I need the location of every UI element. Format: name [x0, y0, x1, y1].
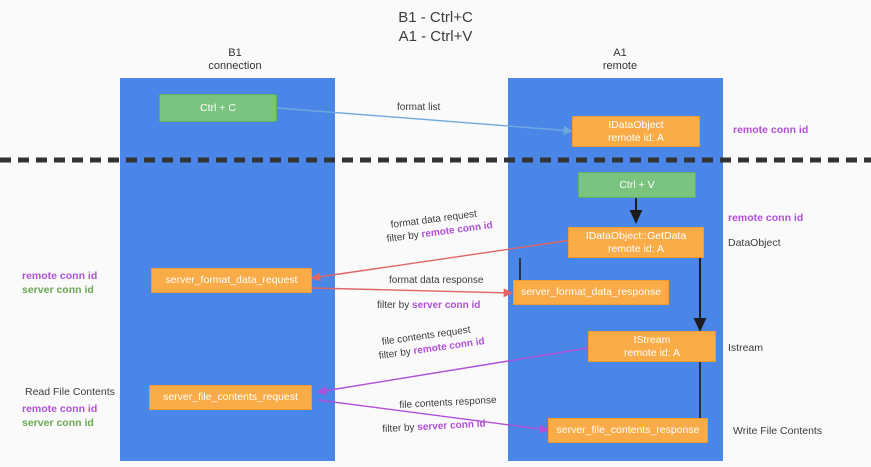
- node-getdata-line1: IDataObject::GetData: [585, 229, 687, 242]
- edge-label-format-data-response-filter: filter by server conn id: [377, 299, 480, 313]
- node-getdata[interactable]: IDataObject::GetData remote id: A: [568, 227, 704, 258]
- node-idataobject[interactable]: IDataObject remote id: A: [572, 116, 700, 147]
- lane-title-b1: B1 connection: [208, 47, 262, 72]
- node-ctrl-v-label: Ctrl + V: [619, 178, 655, 191]
- node-istream-line2: remote id: A: [623, 346, 681, 359]
- left-label-read-file-contents: Read File Contents: [25, 386, 115, 398]
- left-label-group-format: remote conn id server conn id: [22, 269, 97, 297]
- filter-key-server-conn-id: server conn id: [417, 418, 486, 434]
- node-ctrl-c[interactable]: Ctrl + C: [159, 94, 277, 122]
- filter-key-server-conn-id: server conn id: [412, 300, 481, 311]
- node-server-file-contents-request[interactable]: server_file_contents_request: [149, 385, 312, 410]
- lane-title-a1: A1 remote: [602, 47, 638, 72]
- edge-label-format-list: format list: [397, 102, 441, 113]
- diagram-title: B1 - Ctrl+C A1 - Ctrl+V: [398, 9, 473, 45]
- left-label-server-conn-id-2: server conn id: [22, 417, 94, 429]
- node-server-format-data-response[interactable]: server_format_data_response: [513, 280, 669, 305]
- node-server-file-contents-response-label: server_file_contents_response: [556, 424, 700, 436]
- node-istream-line1: IStream: [633, 333, 671, 346]
- edge-label-format-data-response: format data response: [389, 275, 484, 286]
- node-getdata-line2: remote id: A: [607, 242, 665, 255]
- filter-prefix: filter by: [378, 346, 415, 362]
- edge-label-file-contents-response: file contents response: [399, 394, 497, 411]
- node-ctrl-c-label: Ctrl + C: [200, 101, 236, 114]
- node-ctrl-v[interactable]: Ctrl + V: [578, 172, 696, 198]
- node-server-file-contents-response[interactable]: server_file_contents_response: [548, 418, 708, 443]
- node-server-format-data-request[interactable]: server_format_data_request: [151, 268, 312, 293]
- node-server-format-data-request-label: server_format_data_request: [165, 274, 298, 286]
- node-idataobject-line1: IDataObject: [608, 118, 664, 131]
- filter-prefix: filter by: [377, 300, 413, 311]
- left-label-remote-conn-id-2: remote conn id: [22, 403, 98, 415]
- right-label-write-file-contents: Write File Contents: [733, 425, 823, 437]
- right-label-istream: Istream: [728, 342, 764, 354]
- filter-prefix: filter by: [386, 229, 423, 245]
- node-idataobject-line2: remote id: A: [607, 131, 665, 144]
- node-server-format-data-response-label: server_format_data_response: [520, 286, 662, 298]
- left-label-server-conn-id: server conn id: [22, 284, 94, 296]
- right-label-dataobject: DataObject: [728, 237, 781, 249]
- arrow-format-data-response: [311, 287, 514, 298]
- node-istream[interactable]: IStream remote id: A: [588, 331, 716, 362]
- right-label-remote-conn-id-mid: remote conn id: [728, 212, 804, 224]
- left-label-group-file: remote conn id server conn id: [22, 402, 97, 430]
- edge-label-file-contents-response-filter: filter by server conn id: [382, 418, 486, 437]
- left-label-remote-conn-id: remote conn id: [22, 270, 98, 282]
- node-server-file-contents-request-label: server_file_contents_request: [163, 391, 298, 403]
- filter-prefix: filter by: [382, 422, 418, 435]
- right-label-remote-conn-id-top: remote conn id: [733, 124, 809, 136]
